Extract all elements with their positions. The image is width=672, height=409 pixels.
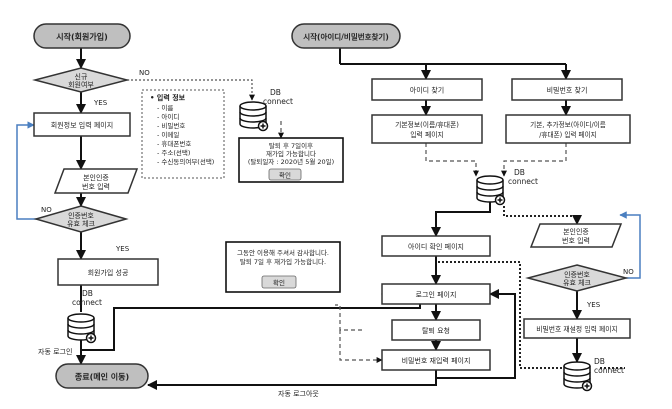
start-signup-label: 시작(회원가입): [56, 32, 107, 42]
pw-reinput-label: 비밀번호 재입력 페이지: [402, 356, 471, 365]
rejoin-line2: 재가입 가능합니다: [266, 149, 316, 158]
find-pw-box: [511, 78, 623, 101]
basic-info-line2: 입력 페이지: [410, 130, 443, 139]
info-item-phone-text: 휴대폰번호: [161, 139, 191, 148]
start-find-label: 시작(아이디/비밀번호찾기): [303, 32, 389, 42]
identity-left-line1: 본인인증: [83, 173, 109, 182]
no-label-left: NO: [41, 206, 52, 214]
start-find-terminal: [291, 23, 401, 49]
farewell-confirm-label: 확인: [273, 278, 285, 287]
farewell-confirm-button[interactable]: [261, 275, 297, 289]
rejoin-line3: (탈퇴일자 : 2020년 5월 20일): [248, 157, 334, 166]
identity-left-io: [53, 168, 139, 194]
login-page-box: [381, 283, 491, 305]
info-item-name: - 이름: [157, 103, 173, 112]
info-item-address: - 주소(선택): [157, 148, 190, 157]
farewell-line2: 탈퇴 7일 후 재가입 가능합니다.: [240, 257, 326, 266]
db-top-label1: DB: [270, 88, 281, 97]
db-right-label1: DB: [594, 357, 605, 366]
farewell-line1: 그동안 이용해 주셔서 감사합니다.: [237, 248, 329, 257]
db-right-label2: connect: [594, 366, 624, 375]
pw-reset-box: [523, 318, 631, 339]
info-title-text: 입력 정보: [157, 93, 186, 102]
end-main-label: 종료(메인 이동): [75, 372, 129, 382]
yes-label-top: YES: [93, 99, 108, 107]
auto-logout-label: 자동 로그아웃: [278, 389, 319, 398]
no-label-top: NO: [139, 69, 150, 77]
identity-right-line2: 번호 입력: [562, 236, 590, 245]
auth-right-line1: 인증번호: [564, 270, 590, 279]
input-info-box: [141, 89, 225, 179]
signup-input-label: 회원정보 입력 페이지: [51, 121, 113, 130]
rejoin-confirm-button[interactable]: [268, 168, 302, 181]
withdraw-request-label: 탈퇴 요청: [422, 326, 450, 335]
identity-right-line1: 본인인증: [563, 227, 589, 236]
info-item-email-text: 이메일: [161, 130, 179, 139]
auth-left-line1: 인증번호: [68, 211, 94, 220]
identity-right-io: [529, 223, 623, 248]
find-id-box: [371, 78, 483, 101]
rejoin-line1: 탈퇴 후 7일이후: [269, 141, 313, 150]
find-pw-label: 비밀번호 찾기: [547, 86, 588, 95]
db-cylinder-middle: [476, 175, 506, 206]
info-item-phone: - 휴대폰번호: [157, 139, 191, 148]
pw-reset-label: 비밀번호 재설정 입력 페이지: [536, 325, 618, 334]
info-item-consent: - 수신동의여부(선택): [157, 157, 214, 166]
auto-login-label: 자동 로그인: [38, 347, 72, 356]
login-page-label: 로그인 페이지: [416, 290, 457, 299]
new-member-line2: 회원여부: [68, 80, 94, 89]
auth-left-line2: 유효 체크: [67, 220, 96, 228]
info-item-address-text: 주소(선택): [161, 148, 190, 157]
db-cylinder-left: [67, 313, 97, 344]
yes-label-left: YES: [115, 245, 130, 253]
db-cylinder-right: [563, 361, 593, 392]
signup-input-box: [33, 112, 131, 137]
id-confirm-box: [381, 235, 491, 257]
db-top-label2: connect: [263, 97, 293, 106]
info-item-pw: - 비밀번호: [157, 121, 185, 130]
info-item-email: - 이메일: [157, 130, 179, 139]
info-title: • 입력 정보: [150, 93, 186, 102]
no-label-right: NO: [623, 268, 634, 276]
yes-label-right: YES: [586, 301, 601, 309]
new-member-decision: [32, 67, 130, 93]
auth-check-right-decision: [525, 264, 629, 292]
end-main-terminal: [55, 363, 149, 389]
db-cylinder-top: [239, 101, 269, 132]
auth-check-left-decision: [33, 205, 129, 233]
find-id-label: 아이디 찾기: [410, 86, 444, 95]
signup-success-box: [57, 258, 159, 286]
extra-info-box: [505, 114, 631, 144]
identity-left-line2: 번호 입력: [82, 182, 110, 191]
signup-success-label: 회원가입 성공: [88, 268, 129, 277]
info-item-id-text: 아이디: [161, 112, 179, 121]
info-item-pw-text: 비밀번호: [161, 121, 185, 130]
db-left-label1: DB: [82, 289, 93, 298]
new-member-line1: 신규: [75, 72, 88, 81]
basic-info-box: [371, 114, 483, 144]
extra-info-line1: 기본, 추가정보(아이디/이름: [530, 120, 606, 129]
db-left-label2: connect: [72, 298, 102, 307]
info-item-id: - 아이디: [157, 112, 179, 121]
withdraw-request-box: [391, 319, 481, 341]
info-item-consent-text: 수신동의여부(선택): [161, 157, 214, 166]
rejoin-confirm-label: 확인: [279, 171, 291, 180]
pw-reinput-box: [381, 349, 491, 371]
start-signup-terminal: [33, 23, 131, 49]
db-mid-label2: connect: [508, 177, 538, 186]
id-confirm-label: 아이디 확인 페이지: [408, 242, 464, 251]
auth-right-line2: 유효 체크: [563, 279, 592, 287]
info-item-name-text: 이름: [161, 103, 173, 112]
extra-info-line2: /휴대폰) 입력 페이지: [539, 130, 597, 139]
db-mid-label1: DB: [514, 168, 525, 177]
basic-info-line1: 기본정보(이름/휴대폰): [395, 120, 459, 129]
